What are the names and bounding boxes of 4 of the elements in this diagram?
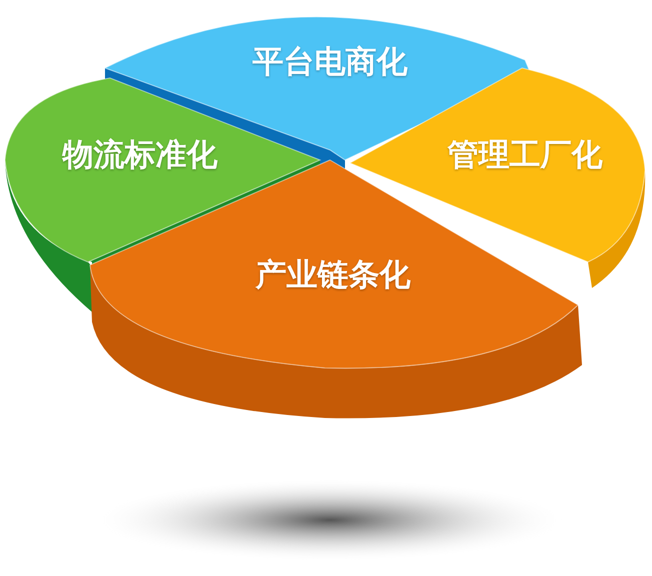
slice-label: 管理工厂化: [448, 136, 602, 175]
slice-label: 物流标准化: [62, 136, 218, 175]
slice-label: 平台电商化: [252, 43, 408, 82]
slice-label: 产业链条化: [256, 256, 410, 295]
